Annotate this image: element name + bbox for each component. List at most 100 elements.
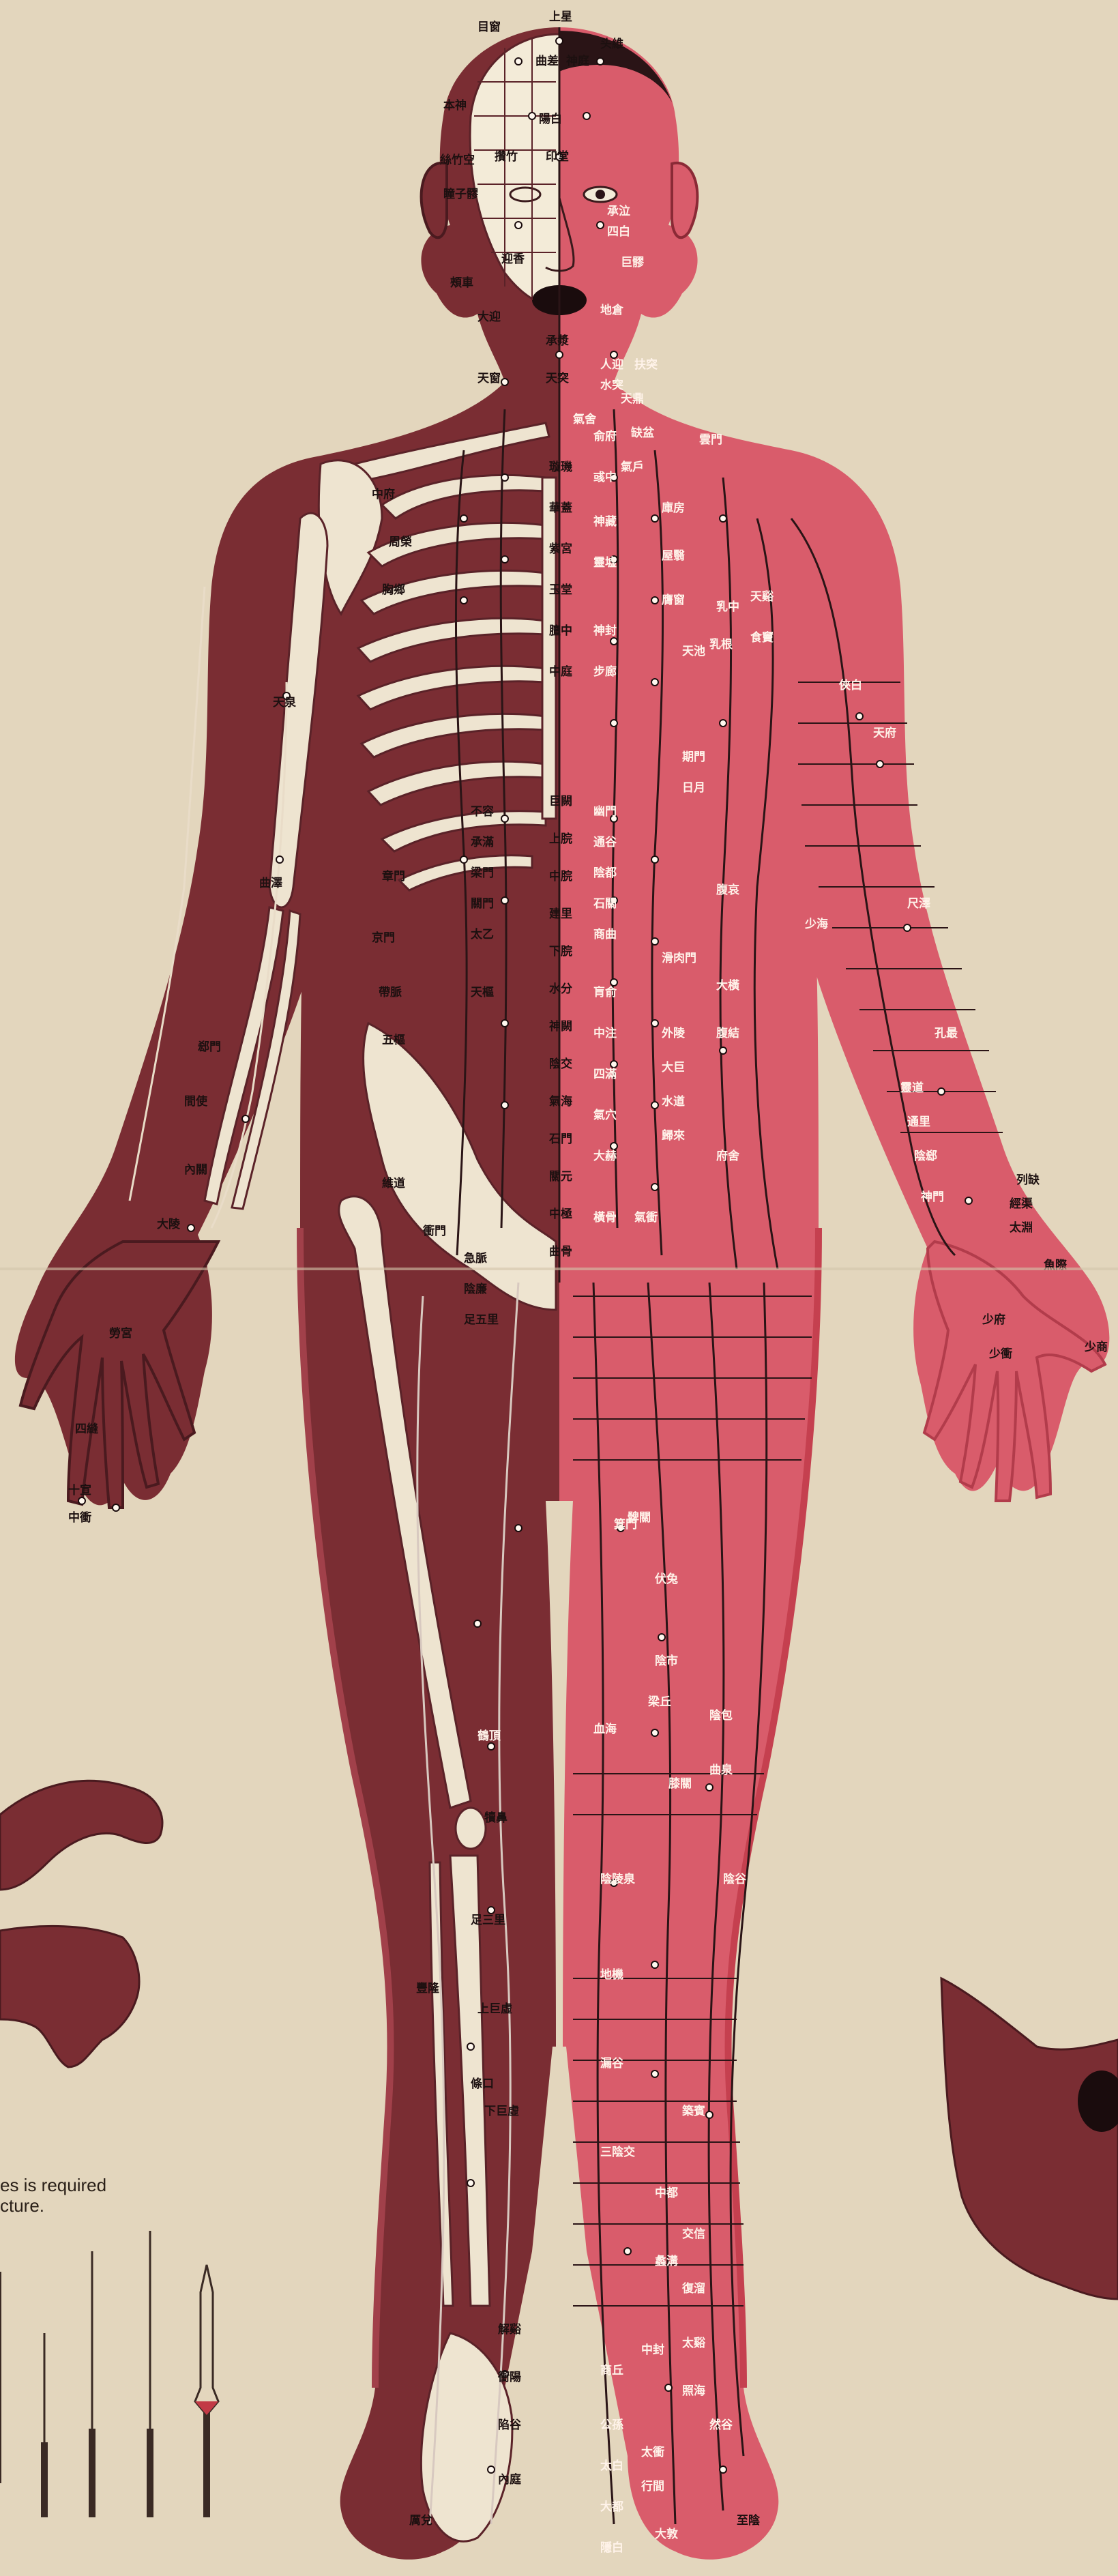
point-label: 腹哀 xyxy=(716,883,740,897)
point-label: 瞳子髎 xyxy=(443,187,479,201)
point-label: 太白 xyxy=(600,2459,623,2473)
point-label: 曲澤 xyxy=(259,877,282,890)
point-label: 地機 xyxy=(600,1967,623,1982)
point-label: 太乙 xyxy=(471,927,494,941)
point-label: 天泉 xyxy=(273,695,297,709)
point-label: 曲泉 xyxy=(709,1763,733,1777)
point-label: 陰市 xyxy=(655,1654,678,1668)
point-label: 頰車 xyxy=(450,276,473,290)
point-label: 內庭 xyxy=(498,2472,521,2487)
point-label: 中注 xyxy=(593,1026,617,1040)
point-label: 梁門 xyxy=(470,866,494,880)
point-label: 厲兌 xyxy=(409,2514,432,2528)
point-label: 內關 xyxy=(184,1163,207,1177)
point-label: 步廊 xyxy=(593,664,617,679)
point-label: 膻中 xyxy=(549,624,572,638)
point-label: 太衝 xyxy=(641,2445,664,2459)
point-label: 陰交 xyxy=(549,1057,572,1071)
point-label: 上巨虛 xyxy=(477,2002,512,2016)
point-label: 神庭 xyxy=(566,54,589,68)
point-label: 天池 xyxy=(682,644,705,658)
point-label: 通里 xyxy=(907,1115,930,1129)
point-label: 中庭 xyxy=(549,664,572,679)
point-label: 四白 xyxy=(607,224,630,239)
point-label: 承滿 xyxy=(471,835,494,849)
point-label: 下脘 xyxy=(549,944,572,958)
point-label: 足三里 xyxy=(471,1914,505,1927)
point-label: 胸鄉 xyxy=(382,583,405,597)
point-label: 氣舍 xyxy=(573,412,596,426)
point-label: 扶突 xyxy=(634,357,658,372)
point-label: 神闕 xyxy=(549,1019,572,1034)
point-label: 石關 xyxy=(593,897,617,911)
point-label: 梁丘 xyxy=(647,1695,671,1709)
point-label: 太淵 xyxy=(1010,1220,1033,1235)
point-label: 石門 xyxy=(548,1132,572,1146)
point-label: 陷谷 xyxy=(498,2418,522,2432)
point-label: 衝門 xyxy=(422,1224,446,1238)
point-label: 太谿 xyxy=(682,2336,706,2350)
point-label: 漏谷 xyxy=(600,2057,624,2070)
point-label: 蠡溝 xyxy=(655,2254,678,2268)
point-label: 建里 xyxy=(549,907,572,921)
point-label: 血海 xyxy=(593,1722,617,1736)
point-label: 曲差 xyxy=(535,54,559,68)
point-label: 犢鼻 xyxy=(484,1811,507,1825)
point-label: 孔最 xyxy=(935,1027,958,1040)
point-label: 滑肉門 xyxy=(662,951,696,965)
point-label: 陰都 xyxy=(593,866,617,880)
point-label: 尺澤 xyxy=(907,897,930,911)
point-label: 外陵 xyxy=(662,1026,686,1040)
point-label: 陰廉 xyxy=(464,1282,487,1296)
point-label: 商曲 xyxy=(593,927,617,941)
point-label: 迎香 xyxy=(501,252,525,266)
point-label: 承漿 xyxy=(546,334,569,348)
point-label: 靈墟 xyxy=(593,555,617,570)
point-label: 伏兔 xyxy=(655,1572,678,1586)
point-label: 神門 xyxy=(921,1190,944,1204)
point-label: 隱白 xyxy=(600,2541,623,2555)
point-label: 絲竹空 xyxy=(440,153,475,167)
point-label: 帶脈 xyxy=(379,985,402,999)
point-label: 周榮 xyxy=(389,535,412,549)
point-label: 上脘 xyxy=(549,832,572,846)
point-label: 少海 xyxy=(804,917,828,931)
point-label: 水分 xyxy=(549,982,572,996)
point-label: 大敦 xyxy=(655,2527,679,2541)
point-label: 行間 xyxy=(641,2479,664,2493)
point-label: 雲門 xyxy=(699,433,722,447)
point-label: 足五里 xyxy=(464,1313,499,1327)
point-label: 庫房 xyxy=(662,501,685,515)
point-label: 京門 xyxy=(372,931,395,945)
point-label: 豐隆 xyxy=(416,1981,440,1995)
point-label: 缺盆 xyxy=(631,426,655,440)
point-label: 然谷 xyxy=(709,2418,733,2432)
point-label: 大巨 xyxy=(662,1060,685,1074)
point-label: 地倉 xyxy=(600,303,624,317)
point-label: 神封 xyxy=(593,624,617,638)
point-label: 四縫 xyxy=(75,1422,99,1436)
point-label: 維道 xyxy=(382,1176,405,1190)
point-label: 头維 xyxy=(600,37,623,51)
point-label: 下巨虛 xyxy=(484,2105,519,2118)
point-label: 陰陵泉 xyxy=(600,1872,636,1886)
point-label: 五樞 xyxy=(382,1033,405,1047)
point-label: 中極 xyxy=(549,1207,572,1221)
point-label: 陰谷 xyxy=(723,1872,747,1886)
point-label: 俞府 xyxy=(593,429,617,443)
point-label: 郄門 xyxy=(198,1040,221,1054)
point-label: 列缺 xyxy=(1016,1173,1040,1187)
point-label: 彧中 xyxy=(593,470,617,484)
point-label: 膺窗 xyxy=(662,593,685,607)
point-label: 大橫 xyxy=(716,978,740,993)
point-label: 攢竹 xyxy=(495,149,518,164)
point-label: 期門 xyxy=(682,750,705,764)
point-label: 天谿 xyxy=(750,589,774,604)
point-label: 氣海 xyxy=(549,1094,572,1109)
point-label: 經渠 xyxy=(1010,1197,1033,1211)
needle-note-line-1: es is required xyxy=(0,2175,106,2195)
point-label: 屋翳 xyxy=(662,548,685,563)
point-label: 中脘 xyxy=(549,869,572,883)
point-label: 神藏 xyxy=(593,514,617,529)
